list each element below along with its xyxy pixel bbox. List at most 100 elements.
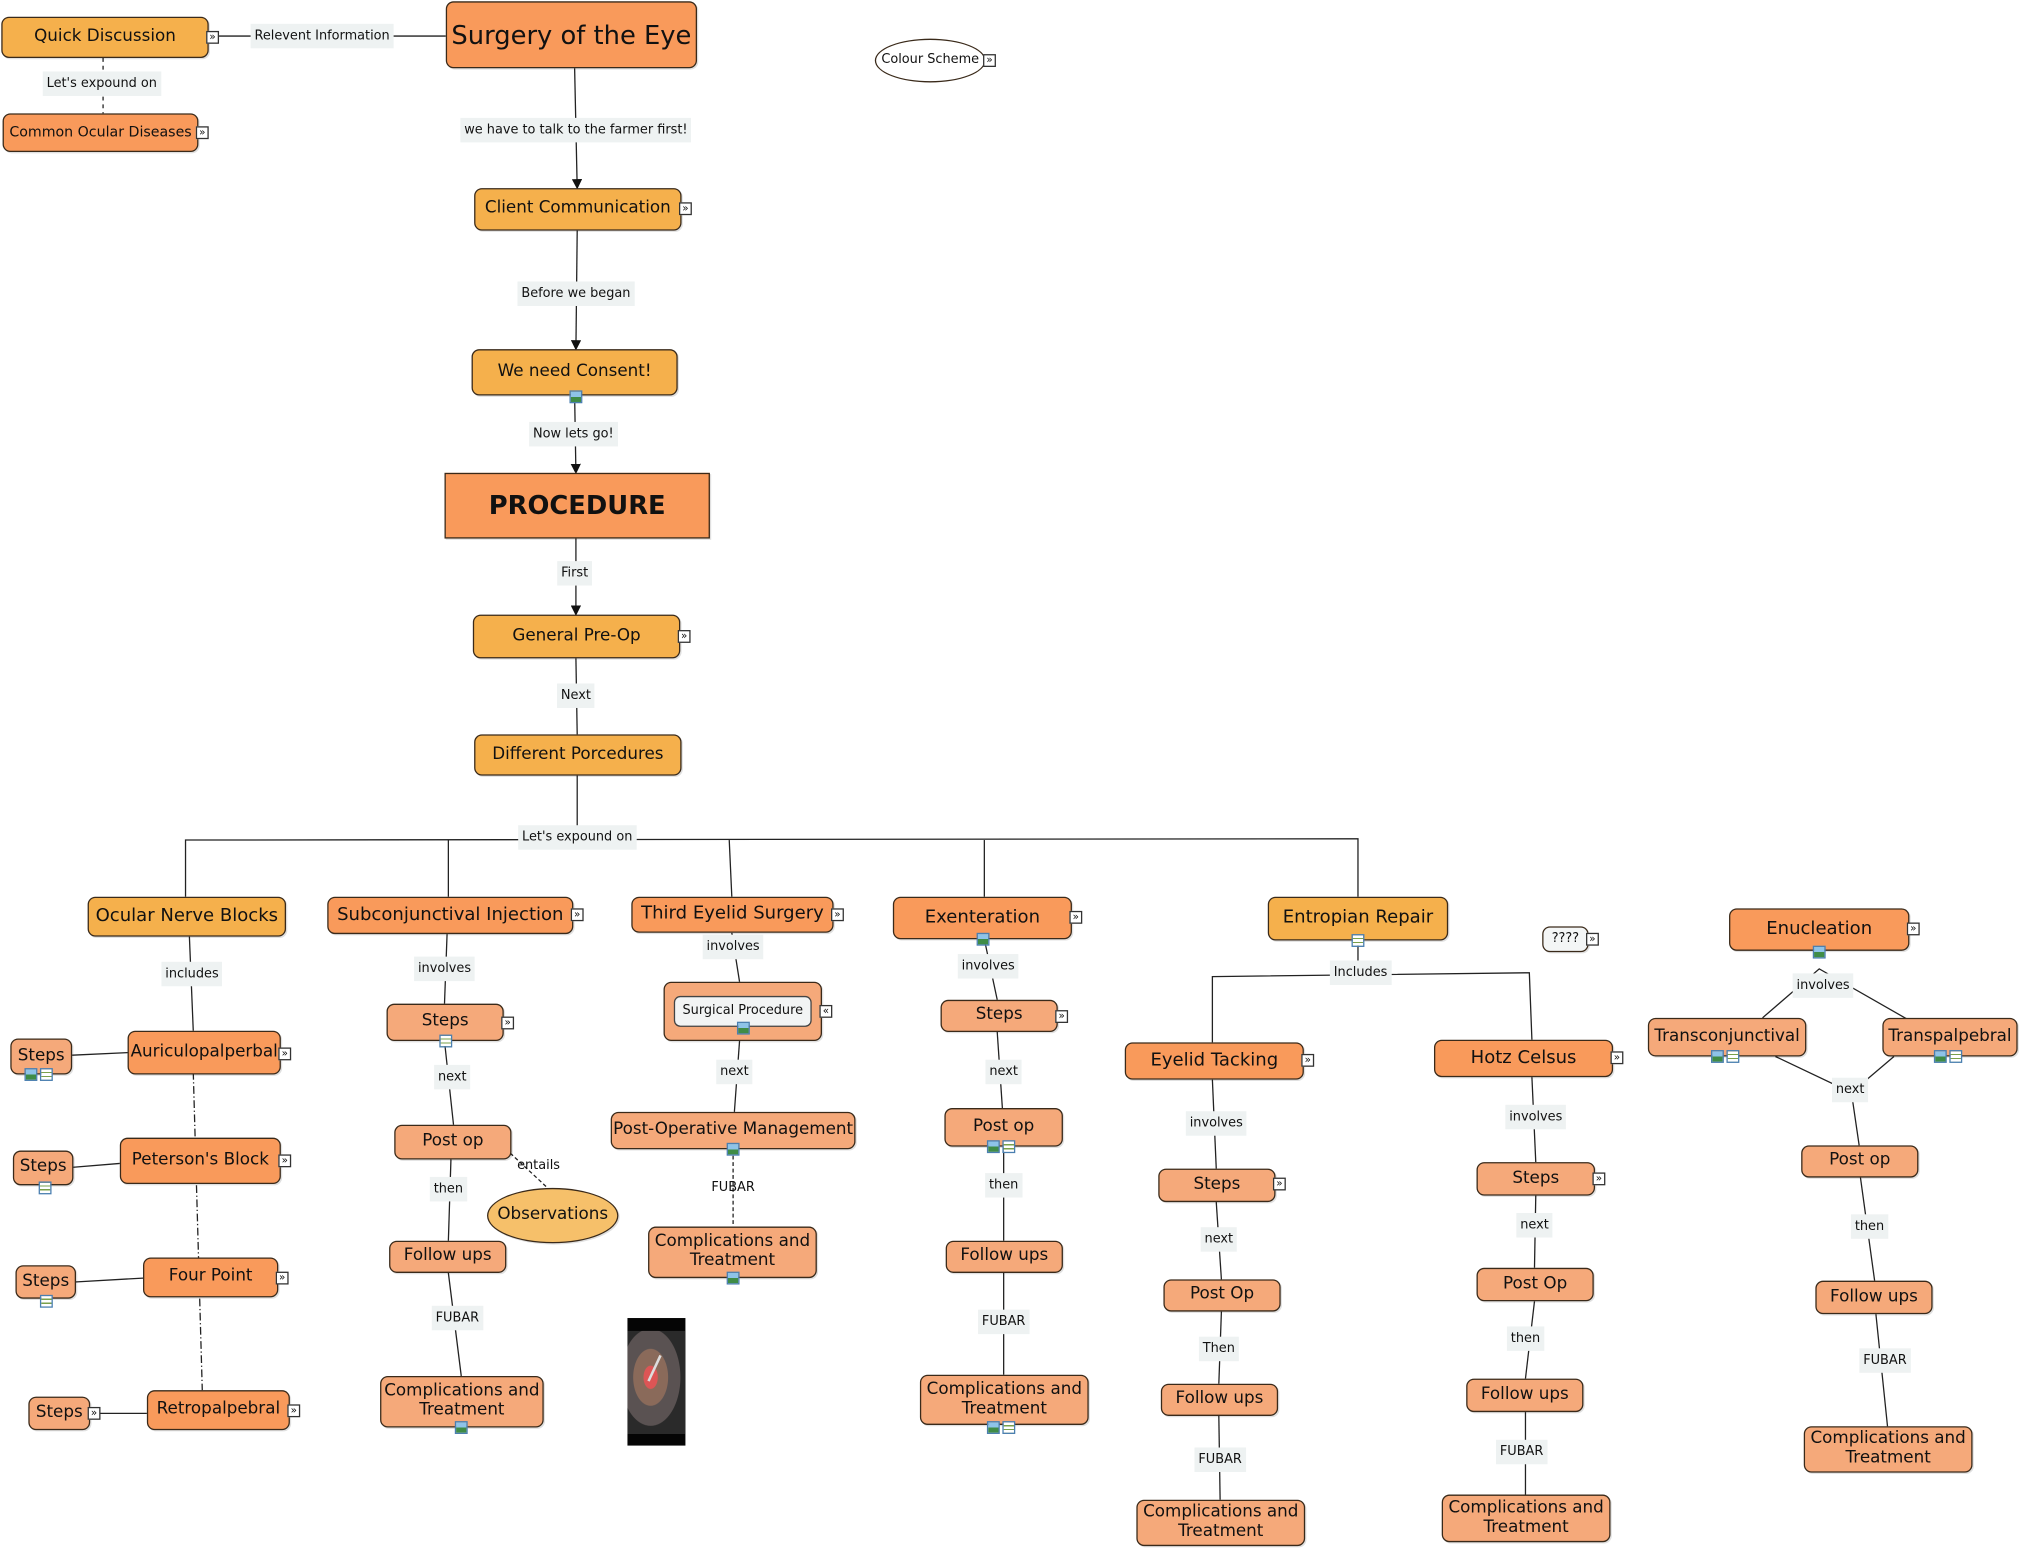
expand-icon[interactable]: »	[831, 908, 844, 922]
node-eyelid-tacking[interactable]: Eyelid Tacking	[1124, 1042, 1304, 1080]
image-attachment-icon[interactable]	[986, 1140, 1000, 1154]
node-label: Transconjunctival	[1654, 1026, 1800, 1046]
image-attachment-icon[interactable]	[736, 1021, 750, 1035]
expand-icon[interactable]: »	[1610, 1051, 1624, 1065]
image-attachment-icon[interactable]	[726, 1271, 740, 1285]
node-post-operative-management[interactable]: Post-Operative Management	[610, 1111, 856, 1150]
node-surgery-of-the-eye[interactable]: Surgery of the Eye	[445, 1, 698, 69]
expand-icon[interactable]: »	[570, 908, 584, 922]
node-steps[interactable]: Steps	[15, 1265, 77, 1299]
node-common-ocular-diseases[interactable]: Common Ocular Diseases	[2, 113, 199, 153]
image-attachment-icon[interactable]	[1710, 1050, 1724, 1063]
expand-icon[interactable]: »	[983, 54, 996, 67]
link-label-fubar: FUBAR	[1859, 1348, 1911, 1373]
link-label-involves: involves	[1185, 1111, 1247, 1136]
node-ocular-nerve-blocks[interactable]: Ocular Nerve Blocks	[87, 896, 287, 937]
link-label-then: then	[1506, 1326, 1544, 1351]
document-attachment-icon[interactable]	[439, 1034, 453, 1048]
node-unknown[interactable]: ????	[1542, 926, 1589, 953]
node-post-op[interactable]: Post op	[394, 1124, 512, 1160]
node-retropalpebral[interactable]: Retropalpebral	[146, 1390, 290, 1431]
node-label: Colour Scheme	[881, 53, 980, 68]
image-attachment-icon[interactable]	[726, 1142, 740, 1156]
expand-icon[interactable]: »	[1069, 910, 1083, 924]
expand-icon[interactable]: »	[195, 126, 209, 140]
node-client-communication[interactable]: Client Communication	[474, 188, 682, 231]
node-label: Steps	[975, 1005, 1023, 1025]
node-quick-discussion[interactable]: Quick Discussion	[1, 16, 209, 58]
document-attachment-icon[interactable]	[38, 1181, 52, 1195]
image-attachment-icon[interactable]	[976, 932, 990, 946]
document-attachment-icon[interactable]	[1726, 1050, 1740, 1063]
node-steps[interactable]: Steps	[12, 1150, 74, 1186]
expand-icon[interactable]: »	[1906, 922, 1920, 936]
node-general-pre-op[interactable]: General Pre-Op	[472, 614, 681, 659]
expand-icon[interactable]: »	[1055, 1010, 1069, 1023]
node-different-procedures[interactable]: Different Porcedures	[474, 734, 682, 776]
expand-icon[interactable]: »	[1272, 1177, 1286, 1191]
expand-icon[interactable]: »	[278, 1154, 292, 1168]
image-attachment-icon[interactable]	[569, 390, 583, 404]
expand-icon[interactable]: »	[1301, 1053, 1315, 1067]
node-label: Follow ups	[1480, 1384, 1569, 1404]
expand-icon[interactable]: »	[275, 1271, 289, 1285]
expand-icon[interactable]: »	[1592, 1172, 1606, 1186]
expand-icon[interactable]: »	[677, 630, 691, 643]
node-complications-and-treatment[interactable]: Complications and Treatment	[1803, 1426, 1973, 1473]
node-follow-ups[interactable]: Follow ups	[1466, 1378, 1584, 1413]
expand-icon[interactable]: »	[287, 1404, 301, 1418]
document-attachment-icon[interactable]	[39, 1068, 53, 1081]
node-procedure[interactable]: PROCEDURE	[444, 472, 710, 539]
expand-icon[interactable]: »	[87, 1406, 101, 1420]
node-hotz-celsus[interactable]: Hotz Celsus	[1433, 1039, 1614, 1078]
image-attachment-icon[interactable]	[1933, 1050, 1947, 1063]
expand-icon[interactable]: »	[1586, 932, 1599, 946]
surgery-photo[interactable]	[627, 1318, 686, 1446]
node-steps[interactable]: Steps	[1476, 1162, 1596, 1196]
node-petersons-block[interactable]: Peterson's Block	[119, 1137, 281, 1185]
document-attachment-icon[interactable]	[1949, 1050, 1963, 1063]
document-attachment-icon[interactable]	[1351, 934, 1365, 947]
document-attachment-icon[interactable]	[1002, 1140, 1016, 1154]
node-complications-and-treatment[interactable]: Complications and Treatment	[648, 1226, 817, 1279]
node-observations[interactable]: Observations	[487, 1187, 619, 1244]
expand-icon[interactable]: »	[278, 1047, 292, 1061]
node-complications-and-treatment[interactable]: Complications and Treatment	[1136, 1499, 1306, 1547]
node-surgical-procedure[interactable]: Surgical Procedure	[673, 996, 813, 1027]
node-enucleation[interactable]: Enucleation	[1729, 908, 1910, 951]
expand-icon[interactable]: »	[501, 1016, 515, 1030]
link-label-next: next	[1200, 1227, 1237, 1252]
node-subconjunctival-injection[interactable]: Subconjunctival Injection	[327, 896, 574, 935]
node-complications-and-treatment[interactable]: Complications and Treatment	[919, 1374, 1089, 1425]
node-post-op[interactable]: Post Op	[1476, 1267, 1594, 1302]
link-label-involves: involves	[414, 956, 475, 982]
node-complications-and-treatment[interactable]: Complications and Treatment	[380, 1376, 544, 1428]
node-steps[interactable]: Steps	[940, 999, 1058, 1033]
node-follow-ups[interactable]: Follow ups	[1815, 1280, 1933, 1315]
node-four-point[interactable]: Four Point	[143, 1257, 279, 1298]
node-colour-scheme[interactable]: Colour Scheme	[874, 38, 986, 83]
node-steps[interactable]: Steps	[10, 1038, 73, 1075]
node-label: Complications and Treatment	[926, 1379, 1082, 1418]
collapse-icon[interactable]: «	[819, 1004, 833, 1018]
image-attachment-icon[interactable]	[24, 1068, 38, 1081]
node-post-op[interactable]: Post op	[1801, 1145, 1919, 1178]
node-follow-ups[interactable]: Follow ups	[1160, 1383, 1279, 1416]
node-entropian-repair[interactable]: Entropian Repair	[1267, 896, 1449, 941]
document-attachment-icon[interactable]	[1002, 1421, 1016, 1434]
node-steps[interactable]: Steps	[1158, 1168, 1276, 1203]
image-attachment-icon[interactable]	[1812, 945, 1826, 959]
node-auriculopalperbal[interactable]: Auriculopalperbal	[127, 1030, 281, 1075]
node-follow-ups[interactable]: Follow ups	[945, 1240, 1063, 1273]
node-third-eyelid-surgery[interactable]: Third Eyelid Surgery	[631, 896, 834, 933]
node-steps[interactable]: Steps	[28, 1396, 91, 1431]
node-we-need-consent[interactable]: We need Consent!	[471, 349, 678, 396]
node-complications-and-treatment[interactable]: Complications and Treatment	[1441, 1494, 1611, 1543]
image-attachment-icon[interactable]	[986, 1421, 1000, 1434]
node-post-op[interactable]: Post Op	[1163, 1279, 1281, 1312]
expand-icon[interactable]: »	[206, 30, 220, 44]
image-attachment-icon[interactable]	[454, 1421, 468, 1434]
document-attachment-icon[interactable]	[39, 1294, 53, 1308]
expand-icon[interactable]: »	[678, 202, 692, 216]
node-follow-ups[interactable]: Follow ups	[389, 1240, 507, 1273]
